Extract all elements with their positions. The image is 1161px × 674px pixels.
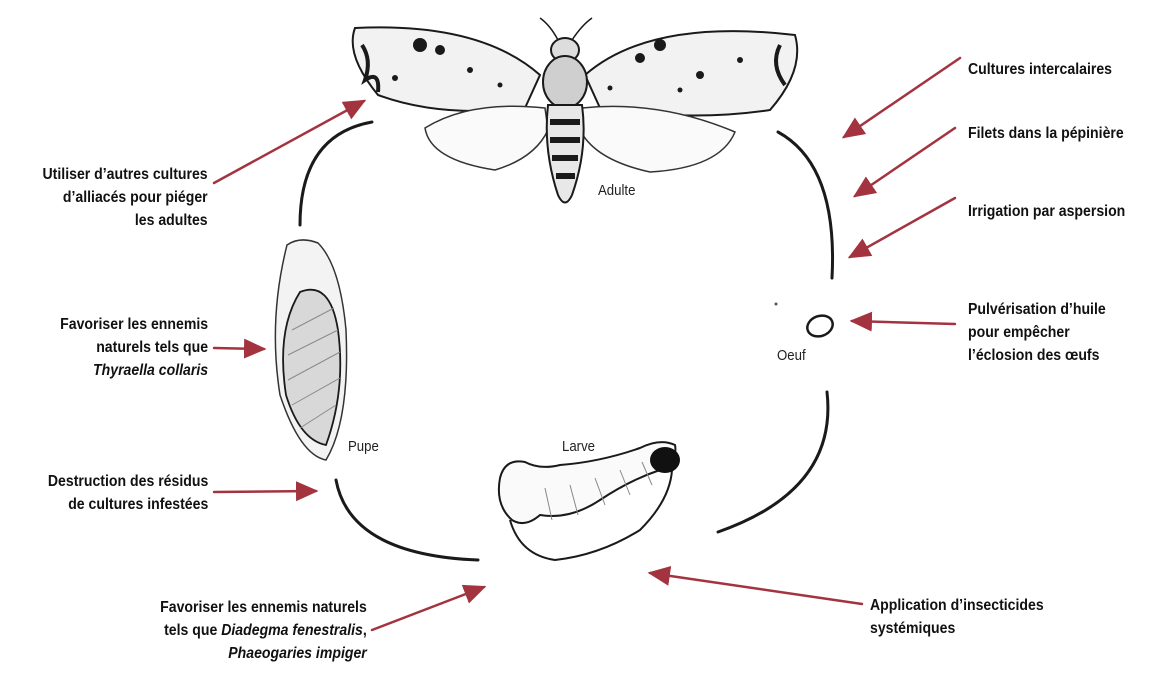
arrow-residue (214, 491, 316, 492)
control-larva-enemies-species: Diadegma fenestralis (221, 622, 363, 639)
moth-thorax (543, 56, 587, 108)
larva-head (650, 447, 680, 473)
pupa-illustration (275, 240, 346, 460)
control-nursery-nets: Filets dans la pépinière (968, 122, 1124, 145)
cycle-arc-top-right (778, 132, 833, 278)
stage-label-egg: Oeuf (777, 347, 806, 364)
control-systemic: Application d’insecticides systémiques (870, 594, 1044, 640)
stage-label-larva: Larve (562, 438, 595, 455)
arrow-systemic (650, 573, 862, 604)
arrow-nursery-nets (855, 128, 955, 196)
control-sprinkler: Irrigation par aspersion (968, 200, 1125, 223)
cycle-arc-top-left (300, 122, 372, 225)
control-intercrop-text: Cultures intercalaires (968, 58, 1112, 81)
arrow-intercrop (844, 58, 960, 137)
control-nursery-nets-text: Filets dans la pépinière (968, 122, 1124, 145)
arrow-larva-enemies (372, 587, 484, 630)
control-residue-line1: Destruction des résidus (48, 470, 208, 493)
control-residue: Destruction des résidus de cultures infe… (48, 470, 208, 516)
arrow-sprinkler (850, 198, 955, 257)
control-oil-spray-line1: Pulvérisation d’huile (968, 298, 1106, 321)
moth-right-forewing (585, 31, 797, 115)
control-trap-crops-line1: Utiliser d’autres cultures (43, 163, 208, 186)
control-pupa-enemies-line1: Favoriser les ennemis (60, 313, 208, 336)
stage-label-pupa: Pupe (348, 438, 379, 455)
egg-illustration (804, 312, 835, 340)
control-sprinkler-text: Irrigation par aspersion (968, 200, 1125, 223)
control-larva-enemies-prefix: tels que (164, 622, 221, 639)
control-systemic-line2: systémiques (870, 617, 1044, 640)
control-pupa-enemies: Favoriser les ennemis naturels tels que … (60, 313, 208, 382)
control-residue-line2: de cultures infestées (48, 493, 208, 516)
moth-left-hindwing (425, 106, 548, 170)
cycle-arc-left-bottom (336, 480, 478, 560)
control-trap-crops: Utiliser d’autres cultures d’alliacés po… (43, 163, 208, 232)
control-pupa-enemies-line3: Thyraella collaris (60, 359, 208, 382)
control-larva-enemies-line3: Phaeogaries impiger (160, 642, 367, 665)
control-oil-spray-line3: l’éclosion des œufs (968, 344, 1106, 367)
cycle-arc-right-bottom (718, 392, 828, 532)
control-larva-enemies-line2: tels que Diadegma fenestralis, (160, 619, 367, 642)
control-oil-spray: Pulvérisation d’huile pour empêcher l’éc… (968, 298, 1106, 367)
control-larva-enemies-line1: Favoriser les ennemis naturels (160, 596, 367, 619)
control-systemic-line1: Application d’insecticides (870, 594, 1044, 617)
larva-illustration (499, 442, 680, 560)
stage-label-adult: Adulte (598, 182, 635, 199)
control-trap-crops-line2: d’alliacés pour piéger (43, 186, 208, 209)
control-larva-enemies-suffix: , (363, 622, 367, 639)
control-oil-spray-line2: pour empêcher (968, 321, 1106, 344)
control-larva-enemies: Favoriser les ennemis naturels tels que … (160, 596, 367, 665)
control-intercrop: Cultures intercalaires (968, 58, 1112, 81)
arrow-oil-spray (852, 321, 955, 324)
moth-left-forewing (353, 27, 540, 111)
control-pupa-enemies-line2: naturels tels que (60, 336, 208, 359)
arrow-trap-crops (214, 101, 364, 183)
arrow-pupa-enemies (214, 348, 264, 349)
control-trap-crops-line3: les adultes (43, 209, 208, 232)
adult-moth-illustration (353, 18, 798, 203)
